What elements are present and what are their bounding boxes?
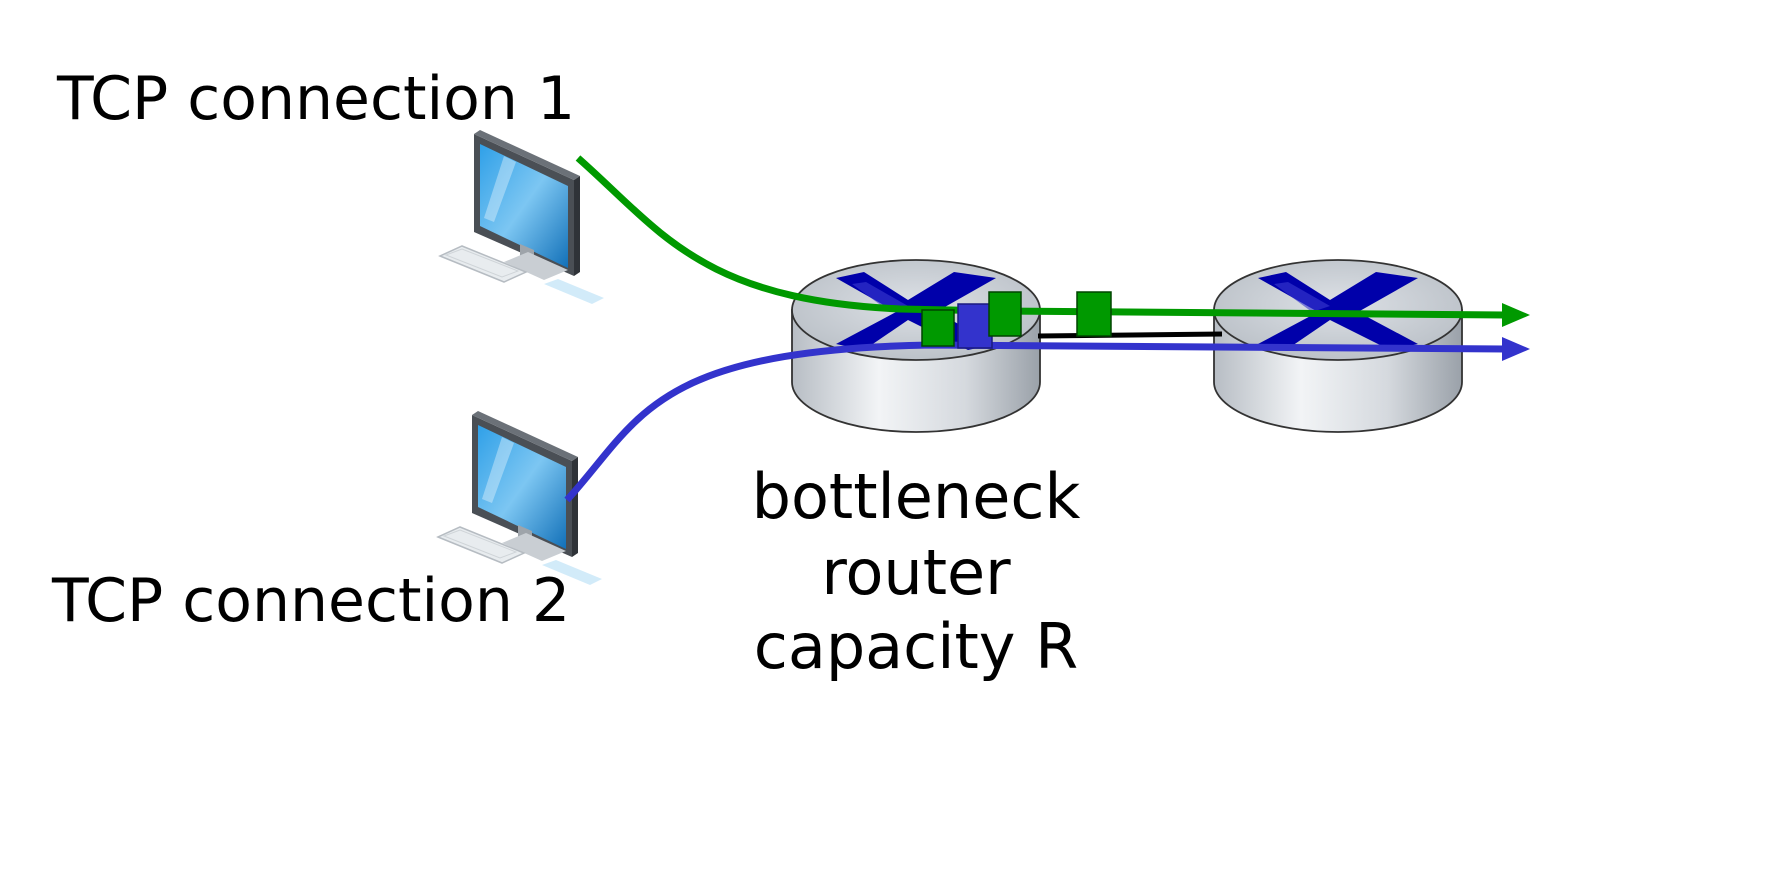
packet-green xyxy=(988,291,1022,337)
connection-1-arrowhead xyxy=(1502,303,1530,327)
connection-1-flow xyxy=(575,155,1506,319)
connection-2-label: TCP connection 2 xyxy=(51,566,570,636)
bottleneck-label-line-3: capacity R xyxy=(754,610,1079,683)
packet-green xyxy=(1076,291,1112,337)
bottleneck-label-line-1: bottleneck xyxy=(752,460,1081,533)
connection-2-arrowhead xyxy=(1502,337,1530,361)
host-1-computer-icon xyxy=(439,129,605,305)
packet-blue xyxy=(957,303,993,349)
bottleneck-label-line-2: router xyxy=(821,536,1011,609)
connection-2-flow xyxy=(564,341,1506,503)
host-2-computer-icon xyxy=(437,410,603,586)
bottleneck-link xyxy=(1037,331,1223,339)
connection-1-label: TCP connection 1 xyxy=(56,64,575,134)
packet-green xyxy=(921,309,955,347)
